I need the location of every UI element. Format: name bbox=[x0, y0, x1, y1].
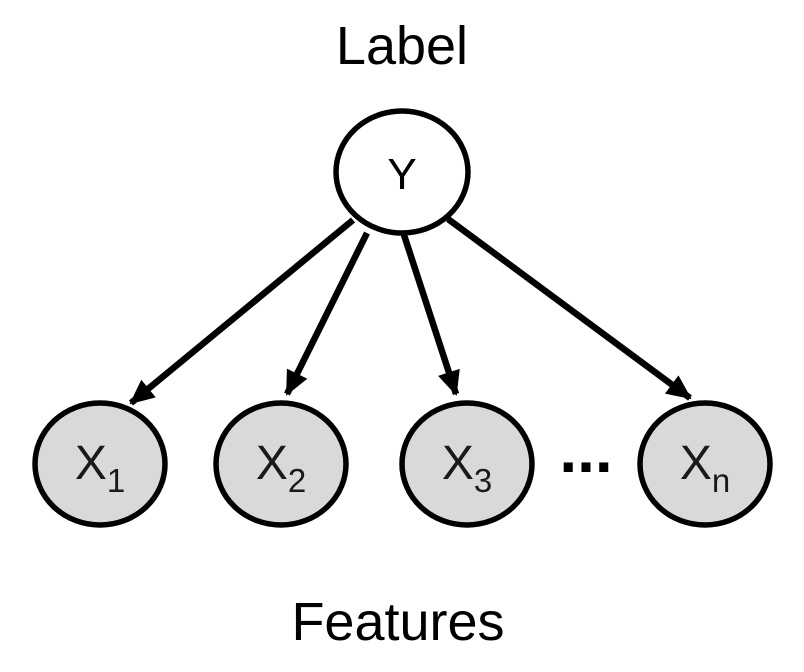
edge-y-xn bbox=[446, 216, 692, 401]
node-x1: X1 bbox=[32, 400, 168, 528]
edge-y-x2 bbox=[284, 231, 370, 396]
node-x2-circle bbox=[213, 400, 349, 528]
node-x1-circle bbox=[32, 400, 168, 528]
edge-y-x3 bbox=[400, 233, 460, 396]
node-y: Y bbox=[333, 108, 471, 236]
node-xn-label: Xn bbox=[680, 437, 730, 499]
edge-group bbox=[128, 216, 692, 406]
node-y-circle bbox=[333, 108, 471, 236]
node-y-label: Y bbox=[387, 150, 416, 199]
bottom-caption: Features bbox=[291, 592, 504, 652]
edge-y-x1 bbox=[128, 217, 356, 406]
node-x2: X2 bbox=[213, 400, 349, 528]
node-x3-circle bbox=[399, 400, 535, 528]
ellipsis-dots: ... bbox=[559, 414, 612, 486]
node-x3-label: X3 bbox=[442, 437, 492, 499]
node-x1-label: X1 bbox=[75, 437, 125, 499]
top-caption: Label bbox=[336, 16, 468, 76]
node-x3: X3 bbox=[399, 400, 535, 528]
node-x2-label: X2 bbox=[256, 437, 306, 499]
node-xn: Xn bbox=[637, 400, 773, 528]
node-xn-circle bbox=[637, 400, 773, 528]
